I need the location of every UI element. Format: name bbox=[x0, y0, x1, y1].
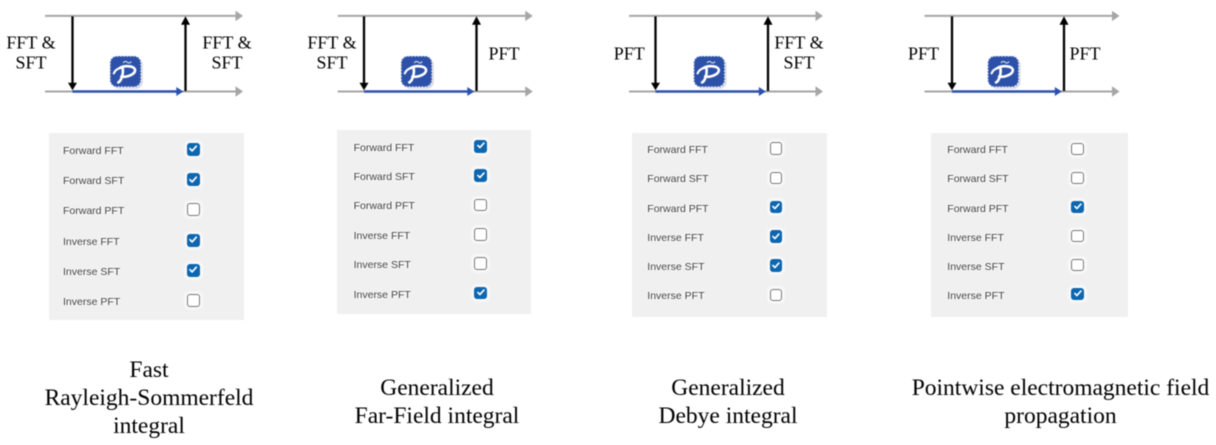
svg-text:SFT: SFT bbox=[15, 53, 46, 73]
svg-text:FFT &: FFT & bbox=[307, 33, 356, 53]
svg-text:SFT: SFT bbox=[211, 53, 242, 73]
svg-text:SFT: SFT bbox=[316, 53, 347, 73]
svg-text:FFT &: FFT & bbox=[774, 33, 823, 53]
svg-text:PFT: PFT bbox=[1069, 44, 1100, 64]
svg-text:FFT &: FFT & bbox=[202, 33, 251, 53]
svg-text:SFT: SFT bbox=[783, 53, 814, 73]
svg-text:PFT: PFT bbox=[908, 44, 939, 64]
svg-text:PFT: PFT bbox=[614, 44, 645, 64]
svg-text:FFT &: FFT & bbox=[6, 33, 55, 53]
svg-text:PFT: PFT bbox=[488, 44, 519, 64]
